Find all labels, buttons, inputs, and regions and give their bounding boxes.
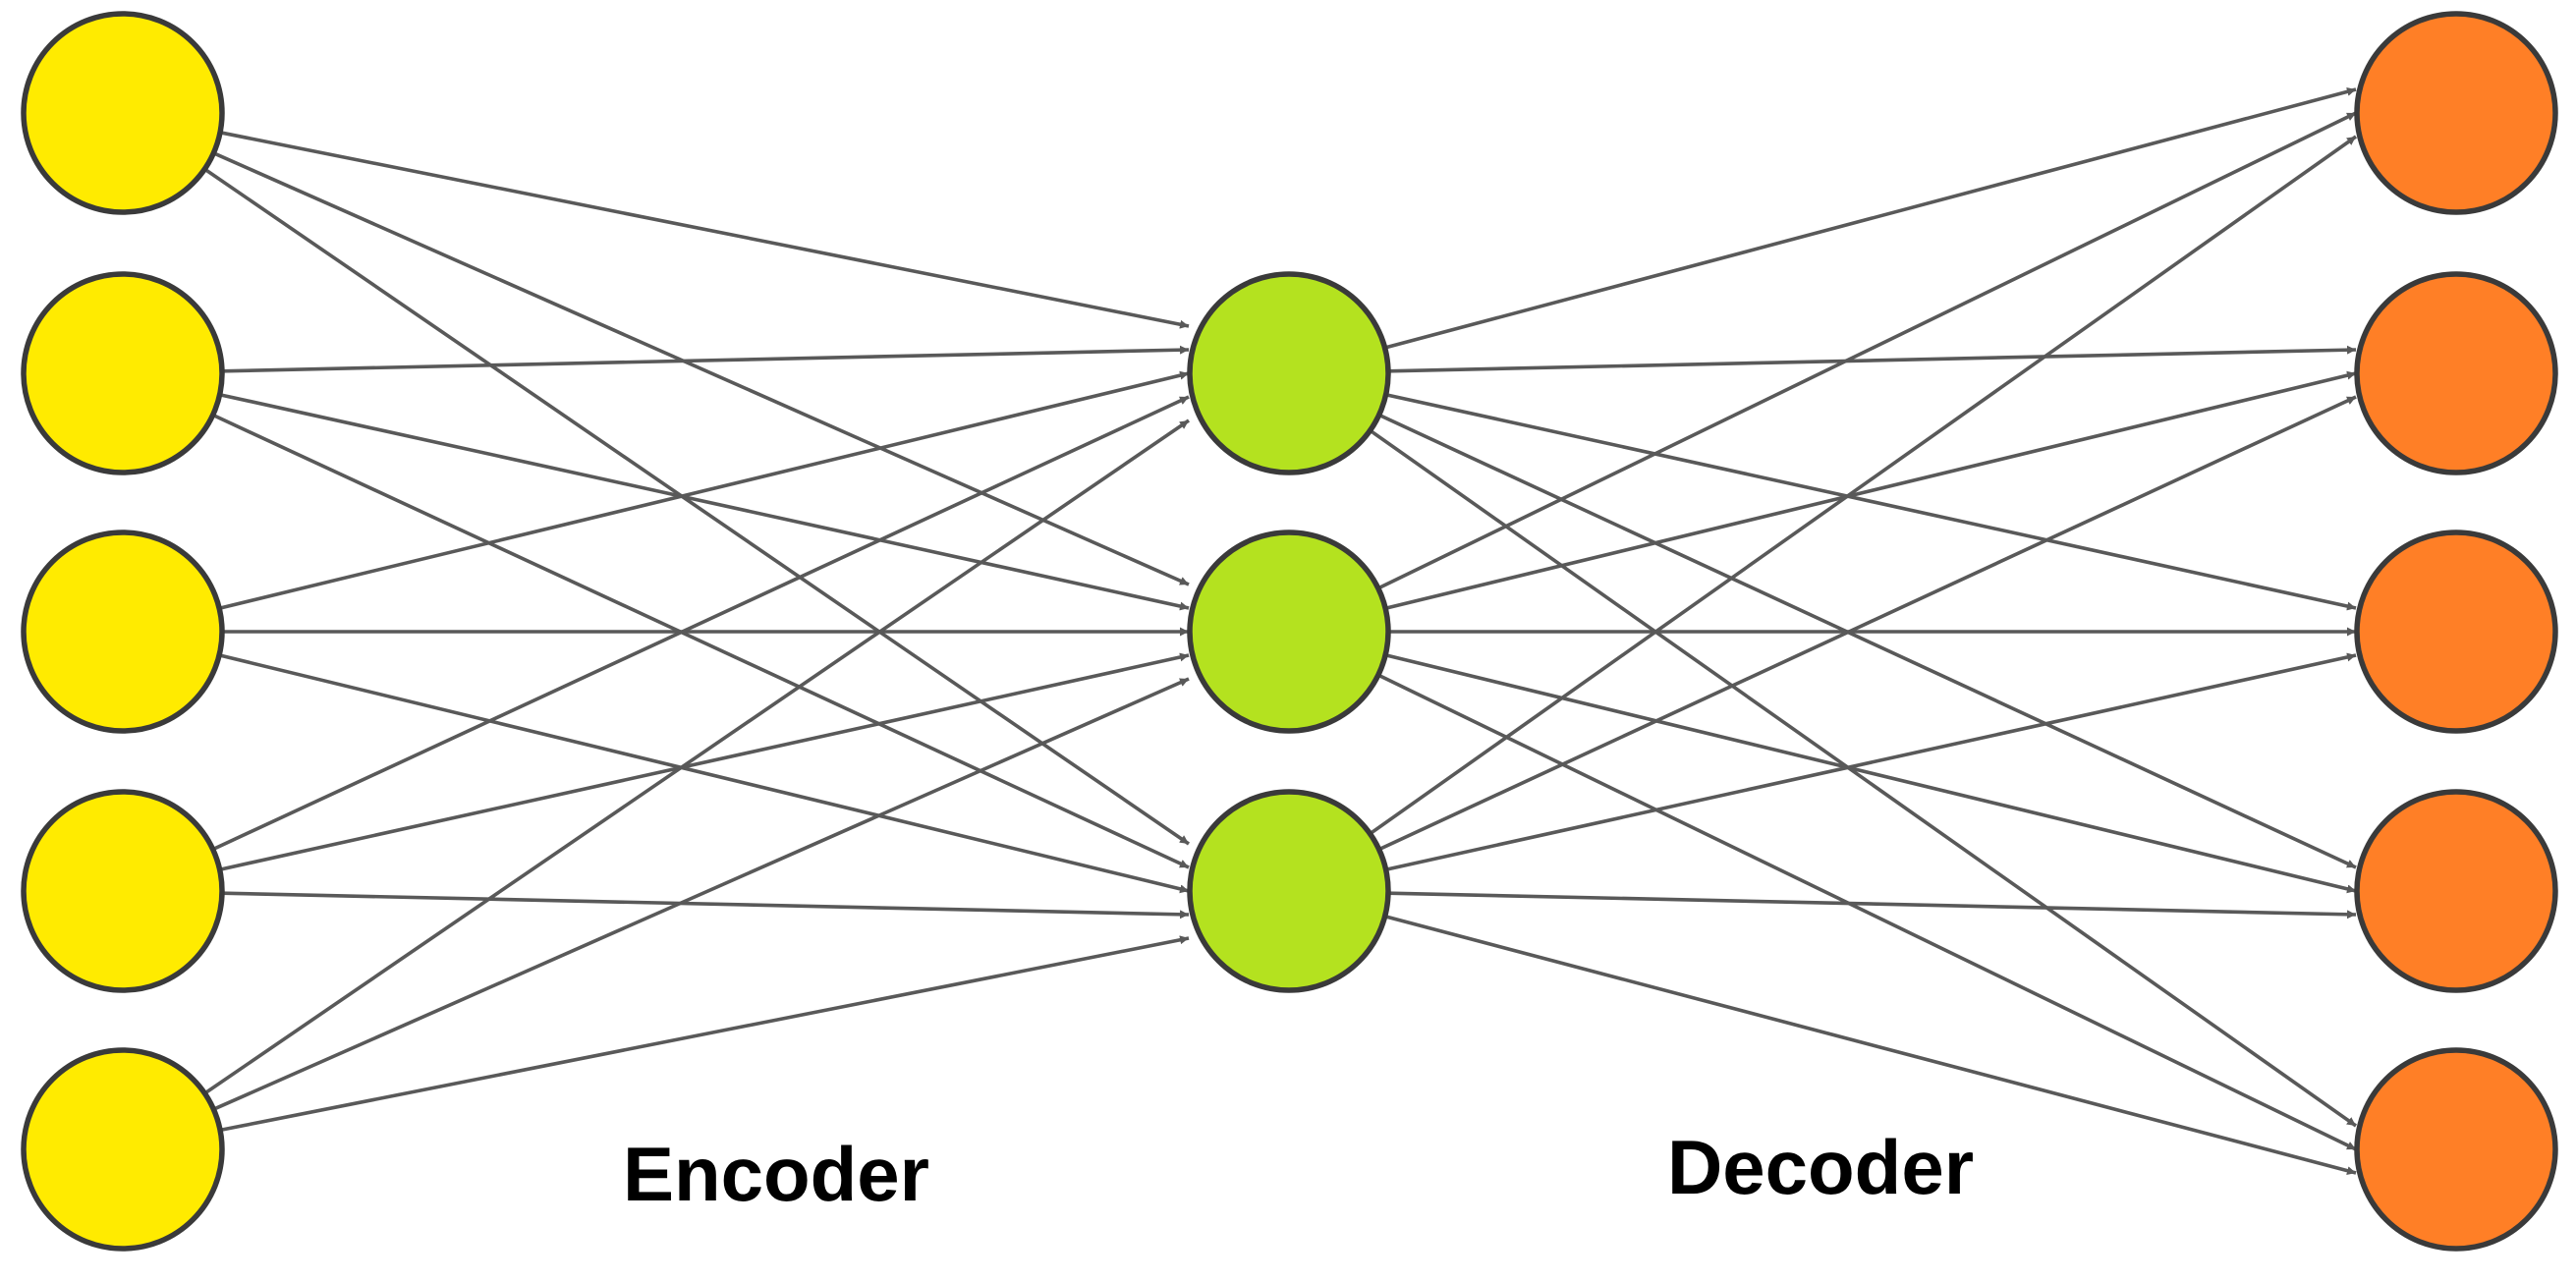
edge-latent-3-to-output-5 xyxy=(1384,915,2357,1176)
input-node-1 xyxy=(21,11,225,215)
input-node-3 xyxy=(21,530,225,734)
edge-input-2-to-latent-3 xyxy=(211,413,1190,869)
edge-input-3-to-latent-1 xyxy=(218,370,1190,610)
edge-input-1-to-latent-3 xyxy=(203,167,1191,846)
edge-input-4-to-latent-1 xyxy=(211,395,1190,852)
latent-node-3 xyxy=(1187,789,1391,993)
edge-latent-1-to-output-4 xyxy=(1377,413,2357,869)
output-node-2 xyxy=(2354,271,2558,475)
edges-group xyxy=(203,86,2358,1176)
encoder-label: Encoder xyxy=(623,1131,929,1217)
edge-latent-2-to-output-4 xyxy=(1384,653,2357,894)
edge-latent-3-to-output-4 xyxy=(1387,891,2357,920)
output-node-5 xyxy=(2354,1047,2558,1252)
nodes-group xyxy=(21,11,2558,1252)
edge-latent-2-to-output-2 xyxy=(1384,370,2357,610)
edge-latent-1-to-output-3 xyxy=(1385,392,2357,611)
edge-latent-3-to-output-1 xyxy=(1369,135,2358,836)
output-node-4 xyxy=(2354,789,2558,993)
edge-input-5-to-latent-2 xyxy=(212,677,1190,1111)
latent-node-2 xyxy=(1187,530,1391,734)
edge-input-2-to-latent-1 xyxy=(221,345,1190,373)
input-node-2 xyxy=(21,271,225,475)
edge-latent-2-to-output-1 xyxy=(1377,111,2357,590)
edge-latent-3-to-output-3 xyxy=(1385,652,2357,871)
edge-latent-2-to-output-5 xyxy=(1377,673,2357,1151)
edge-latent-1-to-output-1 xyxy=(1384,86,2357,350)
edge-latent-1-to-output-2 xyxy=(1387,345,2357,373)
edge-input-4-to-latent-2 xyxy=(219,652,1190,871)
input-node-5 xyxy=(21,1047,225,1252)
edge-input-4-to-latent-3 xyxy=(221,891,1190,920)
latent-node-1 xyxy=(1187,271,1391,475)
edge-input-5-to-latent-3 xyxy=(219,935,1190,1133)
edge-input-5-to-latent-1 xyxy=(203,418,1191,1095)
edge-input-1-to-latent-1 xyxy=(219,131,1190,329)
edge-input-2-to-latent-2 xyxy=(219,392,1190,611)
output-node-3 xyxy=(2354,530,2558,734)
decoder-label: Decoder xyxy=(1667,1124,1974,1210)
edge-latent-3-to-output-2 xyxy=(1377,395,2357,852)
edge-input-1-to-latent-2 xyxy=(212,151,1190,586)
edge-input-3-to-latent-3 xyxy=(218,653,1190,894)
input-node-4 xyxy=(21,789,225,993)
output-node-1 xyxy=(2354,11,2558,215)
edge-latent-1-to-output-5 xyxy=(1369,428,2358,1128)
